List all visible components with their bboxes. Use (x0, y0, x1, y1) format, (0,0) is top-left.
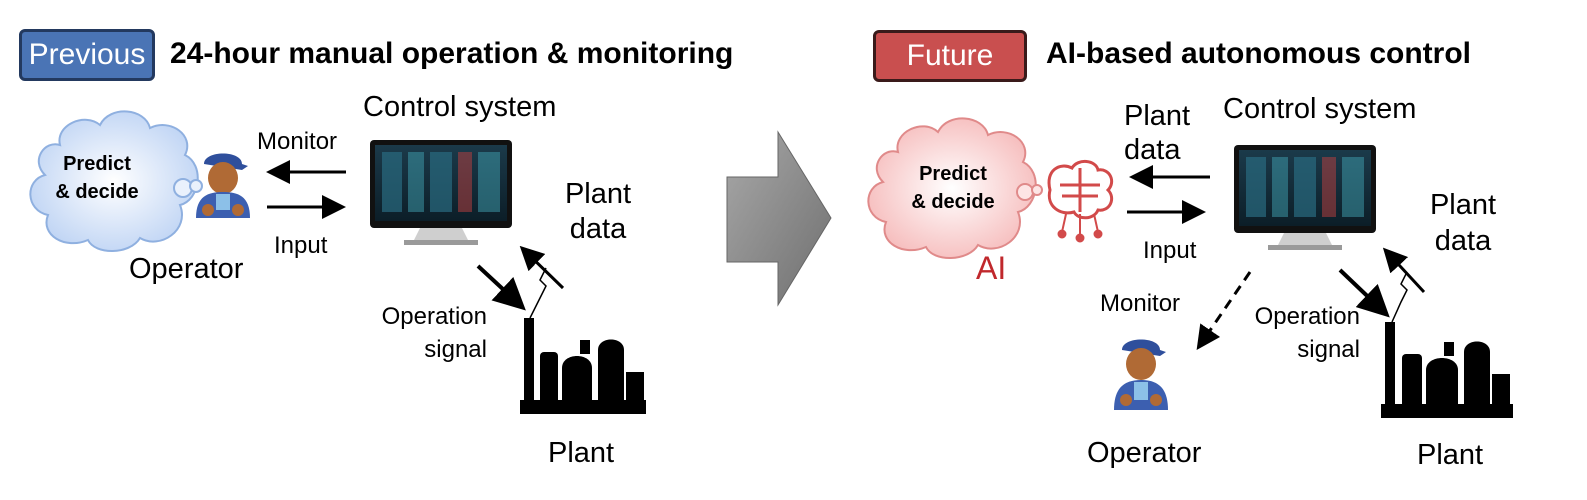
right-cloud-line1: Predict (919, 163, 987, 185)
left-operator-label: Operator (129, 253, 244, 285)
left-monitor-label: Monitor (257, 128, 338, 155)
left-cloud-line2: & decide (55, 181, 139, 203)
right-control-monitor (1234, 145, 1376, 250)
right-operator-label: Operator (1087, 437, 1202, 469)
left-thought-cloud (29, 110, 203, 252)
right-plant-data-top-line2: data (1124, 134, 1181, 166)
right-operator-icon (1114, 339, 1168, 410)
left-operation-signal-label: Operation signal (355, 300, 487, 366)
previous-heading: 24-hour manual operation & monitoring (170, 37, 734, 70)
right-cloud-line2: & decide (911, 191, 995, 213)
previous-badge: Previous (19, 29, 155, 81)
right-plant-data-top-line1: Plant (1124, 100, 1191, 132)
ai-brain-icon (1047, 160, 1114, 243)
right-cloud-text: Predict & decide (897, 160, 1009, 216)
right-operation-signal-label: Operation signal (1228, 300, 1360, 366)
left-cloud-text: Predict & decide (42, 150, 152, 206)
right-thought-cloud (867, 117, 1043, 259)
right-monitor-label: Monitor (1100, 290, 1181, 317)
left-operation-signal-arrow (476, 264, 526, 311)
left-operator-icon (196, 153, 250, 218)
left-plant-data-arrow (519, 245, 565, 290)
right-plant-label: Plant (1417, 439, 1484, 471)
future-heading: AI-based autonomous control (1046, 37, 1472, 70)
right-plant-icon (1381, 322, 1513, 418)
right-plant-data-top-label: Plant data (1124, 99, 1190, 167)
right-monitor-dashed-arrow (1196, 271, 1252, 350)
left-plant-label: Plant (548, 437, 615, 469)
right-plant-data-arrow (1382, 247, 1426, 294)
right-control-system-label: Control system (1223, 93, 1417, 125)
left-operation-signal-line1: Operation (381, 303, 487, 330)
right-input-label: Input (1143, 237, 1197, 264)
left-plant-icon (520, 318, 646, 414)
left-cloud-line1: Predict (63, 153, 131, 175)
ai-label: AI (976, 250, 1007, 286)
left-operation-signal-line2: signal (424, 336, 487, 363)
right-operation-signal-line1: Operation (1254, 303, 1360, 330)
left-control-monitor (370, 140, 512, 245)
left-control-system-label: Control system (363, 91, 557, 123)
future-badge: Future (873, 30, 1027, 82)
right-plant-data-label: Plant data (1418, 187, 1508, 259)
left-input-label: Input (274, 232, 328, 259)
left-plant-data-label: Plant data (553, 177, 643, 247)
right-operation-signal-arrow (1338, 268, 1390, 318)
right-plant-data-line2: data (1434, 225, 1492, 257)
left-plant-data-line1: Plant (564, 178, 632, 210)
left-plant-data-line2: data (569, 213, 627, 245)
right-operation-signal-line2: signal (1297, 336, 1360, 363)
transition-arrow (726, 130, 832, 307)
right-plant-data-line1: Plant (1429, 189, 1497, 221)
